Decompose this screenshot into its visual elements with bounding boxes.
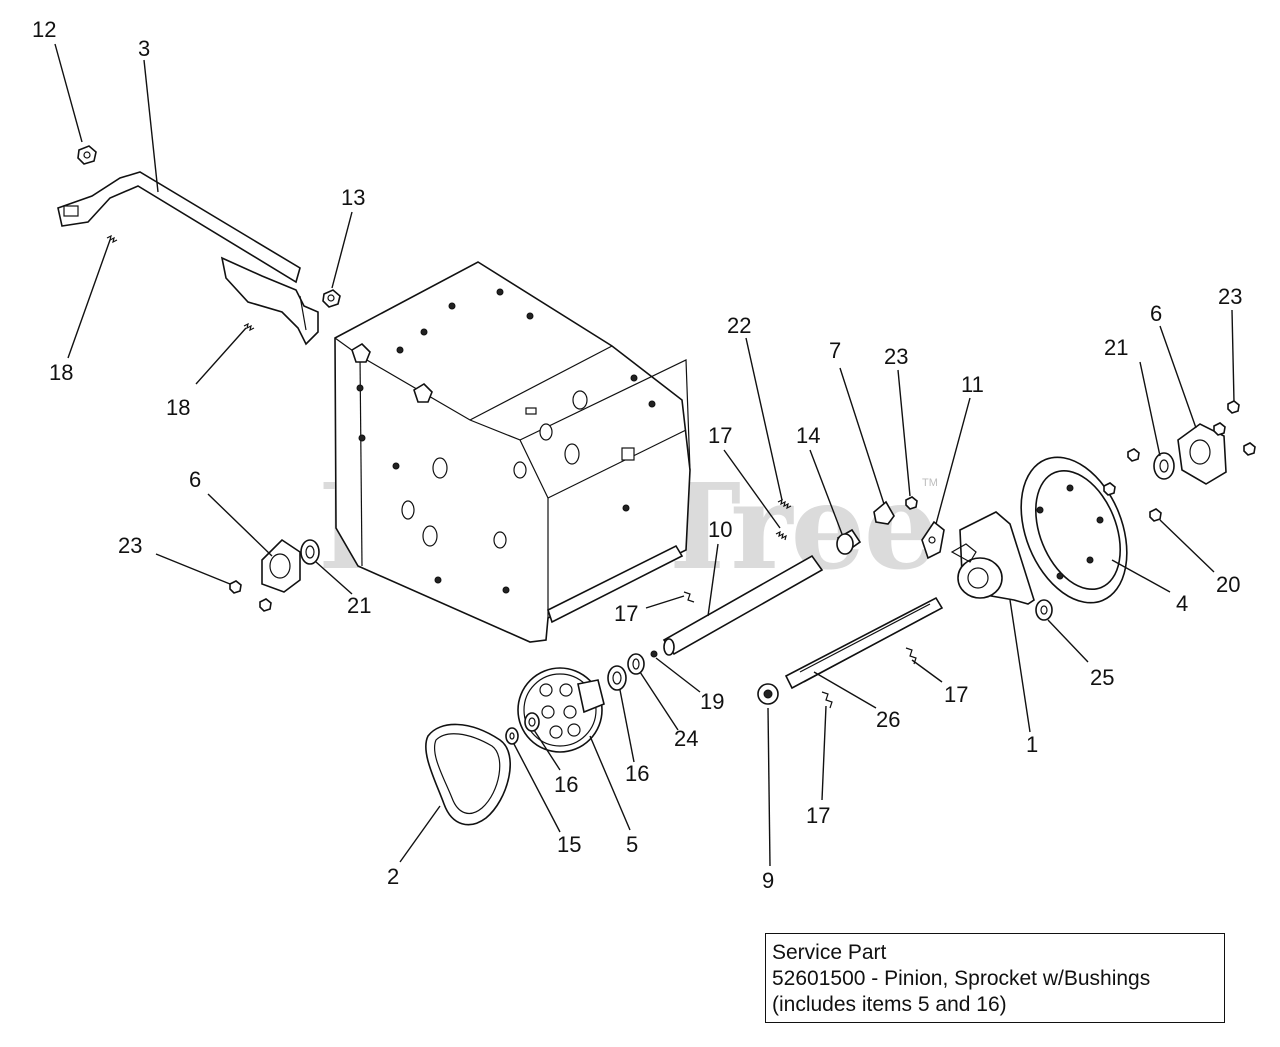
- callout-7: 7: [829, 338, 841, 363]
- callout-10: 10: [708, 517, 732, 542]
- callout-16: 16: [625, 761, 649, 786]
- callout-21: 21: [1104, 335, 1128, 360]
- callout-5: 5: [626, 832, 638, 857]
- service-part-note: Service Part 52601500 - Pinion, Sprocket…: [765, 933, 1225, 1023]
- service-part-number: 52601500 - Pinion, Sprocket w/Bushings: [772, 967, 1151, 990]
- callout-6: 6: [189, 467, 201, 492]
- callout-3: 3: [138, 36, 150, 61]
- callout-2: 2: [387, 864, 399, 889]
- leader-lines: [54, 43, 1235, 867]
- part-3-lever: [57, 171, 319, 346]
- part-26-axle: [784, 596, 944, 690]
- callout-16: 16: [554, 772, 578, 797]
- part-18-springs: [106, 234, 255, 332]
- callout-22: 22: [727, 313, 751, 338]
- callout-11: 11: [961, 372, 984, 397]
- callout-17: 17: [806, 803, 830, 828]
- callout-9: 9: [762, 868, 774, 893]
- bushings-washers: [505, 650, 658, 745]
- callout-18: 18: [166, 395, 190, 420]
- right-bearing-assembly: [1103, 400, 1256, 522]
- callout-1: 1: [1026, 732, 1038, 757]
- part-12-nut: [77, 145, 97, 165]
- callout-13: 13: [341, 185, 365, 210]
- callout-18: 18: [49, 360, 73, 385]
- left-bearing-assembly: [229, 538, 320, 612]
- callout-labels: 12 3 13 18 18 22 7 23 11 21 6 23 17 14 1…: [32, 17, 1242, 893]
- part-2-chain: [425, 723, 511, 826]
- part-9-pinion: [757, 683, 779, 705]
- callout-20: 20: [1216, 572, 1240, 597]
- callout-12: 12: [32, 17, 56, 42]
- part-13-nut: [322, 289, 341, 308]
- part-5-sprocket: [517, 667, 605, 753]
- callout-17: 17: [614, 601, 638, 626]
- callout-23: 23: [118, 533, 142, 558]
- service-part-includes: (includes items 5 and 16): [772, 993, 1007, 1016]
- part-11-plate: [921, 520, 945, 560]
- part-14-bushing: [836, 528, 862, 555]
- callout-25: 25: [1090, 665, 1114, 690]
- callout-17: 17: [708, 423, 732, 448]
- callout-26: 26: [876, 707, 900, 732]
- service-part-heading: Service Part: [772, 941, 887, 964]
- callout-15: 15: [557, 832, 581, 857]
- watermark-tm: TM: [922, 477, 938, 489]
- callout-24: 24: [674, 726, 698, 751]
- part-25-washer: [1035, 599, 1053, 621]
- frame-housing: [334, 261, 691, 643]
- callout-21: 21: [347, 593, 371, 618]
- part-23-bolt-mid: [905, 496, 918, 510]
- callout-17: 17: [944, 682, 968, 707]
- callout-19: 19: [700, 689, 724, 714]
- callout-23: 23: [1218, 284, 1242, 309]
- callout-23: 23: [884, 344, 908, 369]
- callout-6: 6: [1150, 301, 1162, 326]
- part-4-pulley: [1020, 456, 1128, 604]
- callout-4: 4: [1176, 591, 1188, 616]
- callout-14: 14: [796, 423, 820, 448]
- small-pins: [683, 498, 917, 709]
- part-1-bearing-housing: [950, 511, 1035, 605]
- part-10-shaft: [662, 554, 824, 656]
